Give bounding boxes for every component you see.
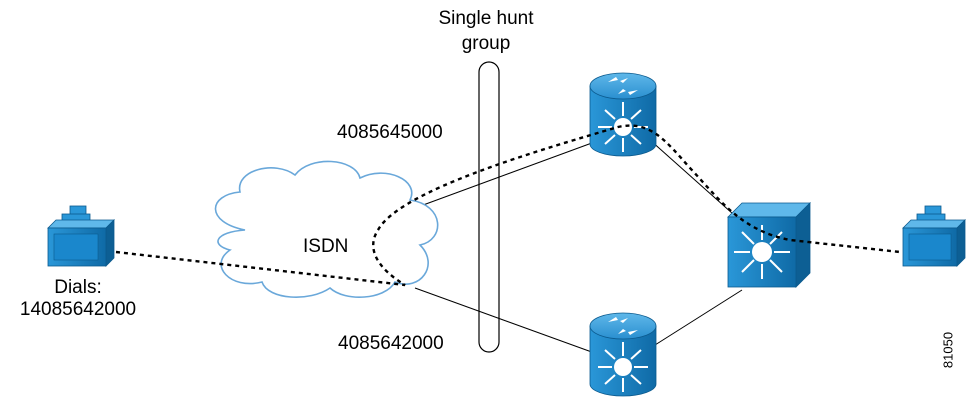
- dials-label-line1: Dials:: [54, 277, 102, 298]
- hunt-group-label: Single hunt group: [420, 8, 552, 55]
- call-path-dotted: [115, 124, 901, 287]
- hunt-group-oval: [478, 61, 500, 353]
- multilayer-switch-icon: [727, 202, 811, 288]
- dials-label: Dials: 14085642000: [0, 277, 156, 321]
- figure-id: 81050: [938, 300, 958, 400]
- link-cloud-router-top: [414, 139, 601, 209]
- links: [414, 139, 743, 356]
- pc-right-icon: [902, 205, 966, 267]
- figure-id-text: 81050: [940, 331, 956, 369]
- router-top-icon: [589, 72, 657, 157]
- isdn-cloud-icon: [214, 160, 439, 298]
- router-bottom-icon: [589, 312, 657, 397]
- link-cloud-router-bottom: [414, 287, 601, 356]
- number-bottom-label: 4085642000: [338, 333, 444, 354]
- number-top-label: 4085645000: [337, 122, 443, 143]
- hunt-group-label-line1: Single hunt: [438, 8, 534, 29]
- pc-left-icon: [47, 205, 115, 267]
- dials-label-line2: 14085642000: [19, 299, 137, 320]
- link-router-top-switch: [649, 139, 743, 223]
- hunt-group-label-line2: group: [461, 33, 511, 54]
- link-router-bottom-switch: [654, 289, 743, 346]
- isdn-cloud-label: ISDN: [303, 236, 349, 257]
